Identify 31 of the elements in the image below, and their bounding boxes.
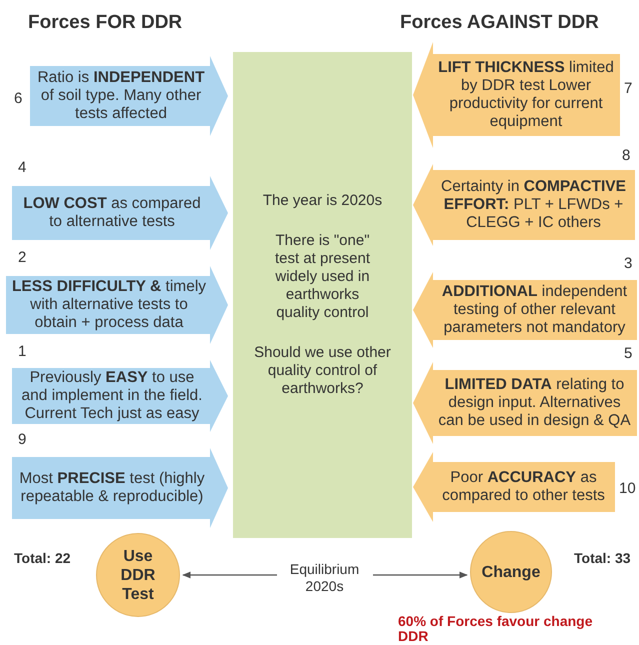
node-text: LOW COST as compared to alternative tests (22, 195, 202, 231)
score-number: 6 (14, 90, 22, 107)
score-number: 7 (624, 80, 632, 97)
score-number: 4 (18, 159, 26, 176)
column-heading: Forces FOR DDR (28, 12, 182, 34)
node-text: Most PRECISE test (highly repeatable & reproducible) (18, 470, 206, 506)
center-panel (233, 52, 412, 538)
node-text: Previously EASY to use and implement in the field. Current Tech just as easy (20, 369, 204, 423)
node-text: Poor ACCURACY as compared to other tests (441, 469, 606, 505)
score-number: 2 (18, 249, 26, 266)
score-number: 1 (18, 343, 26, 360)
score-number: 8 (622, 147, 630, 164)
node-text: The year is 2020s (262, 192, 382, 210)
node-text: Use DDR Test (120, 546, 156, 604)
node-text: LESS DIFFICULTY & timely with alternative tests to obtain + process data (10, 278, 208, 332)
score-number: 3 (624, 255, 632, 272)
score-number: 5 (624, 345, 632, 362)
total-label: Total: 22 (14, 550, 71, 566)
node-text: Certainty in COMPACTIVE EFFORT: PLT + LFWDs + CLEGG + IC others (440, 178, 627, 232)
node-text: Change (482, 562, 540, 582)
column-heading: Forces AGAINST DDR (400, 12, 599, 34)
score-number: 9 (18, 431, 26, 448)
note-text: 60% of Forces favour change DDR (398, 614, 594, 644)
node-text: ADDITIONAL independent testing of other relevant parameters not mandatory (440, 283, 628, 337)
node-text: LIMITED DATA relating to design input. Alternatives can be used in design & QA (437, 376, 632, 430)
node-text: Should we use other quality control of earthworks? (253, 344, 392, 398)
node-text: LIFT THICKNESS limited by DDR test Lower productivity for current equipment (437, 59, 615, 131)
node-text: Ratio is INDEPENDENT of soil type. Many other tests affected (36, 69, 206, 123)
node-text: There is "one" test at present widely used in earthworks quality control (274, 232, 372, 322)
score-number: 10 (619, 480, 636, 497)
total-label: Total: 33 (574, 550, 631, 566)
